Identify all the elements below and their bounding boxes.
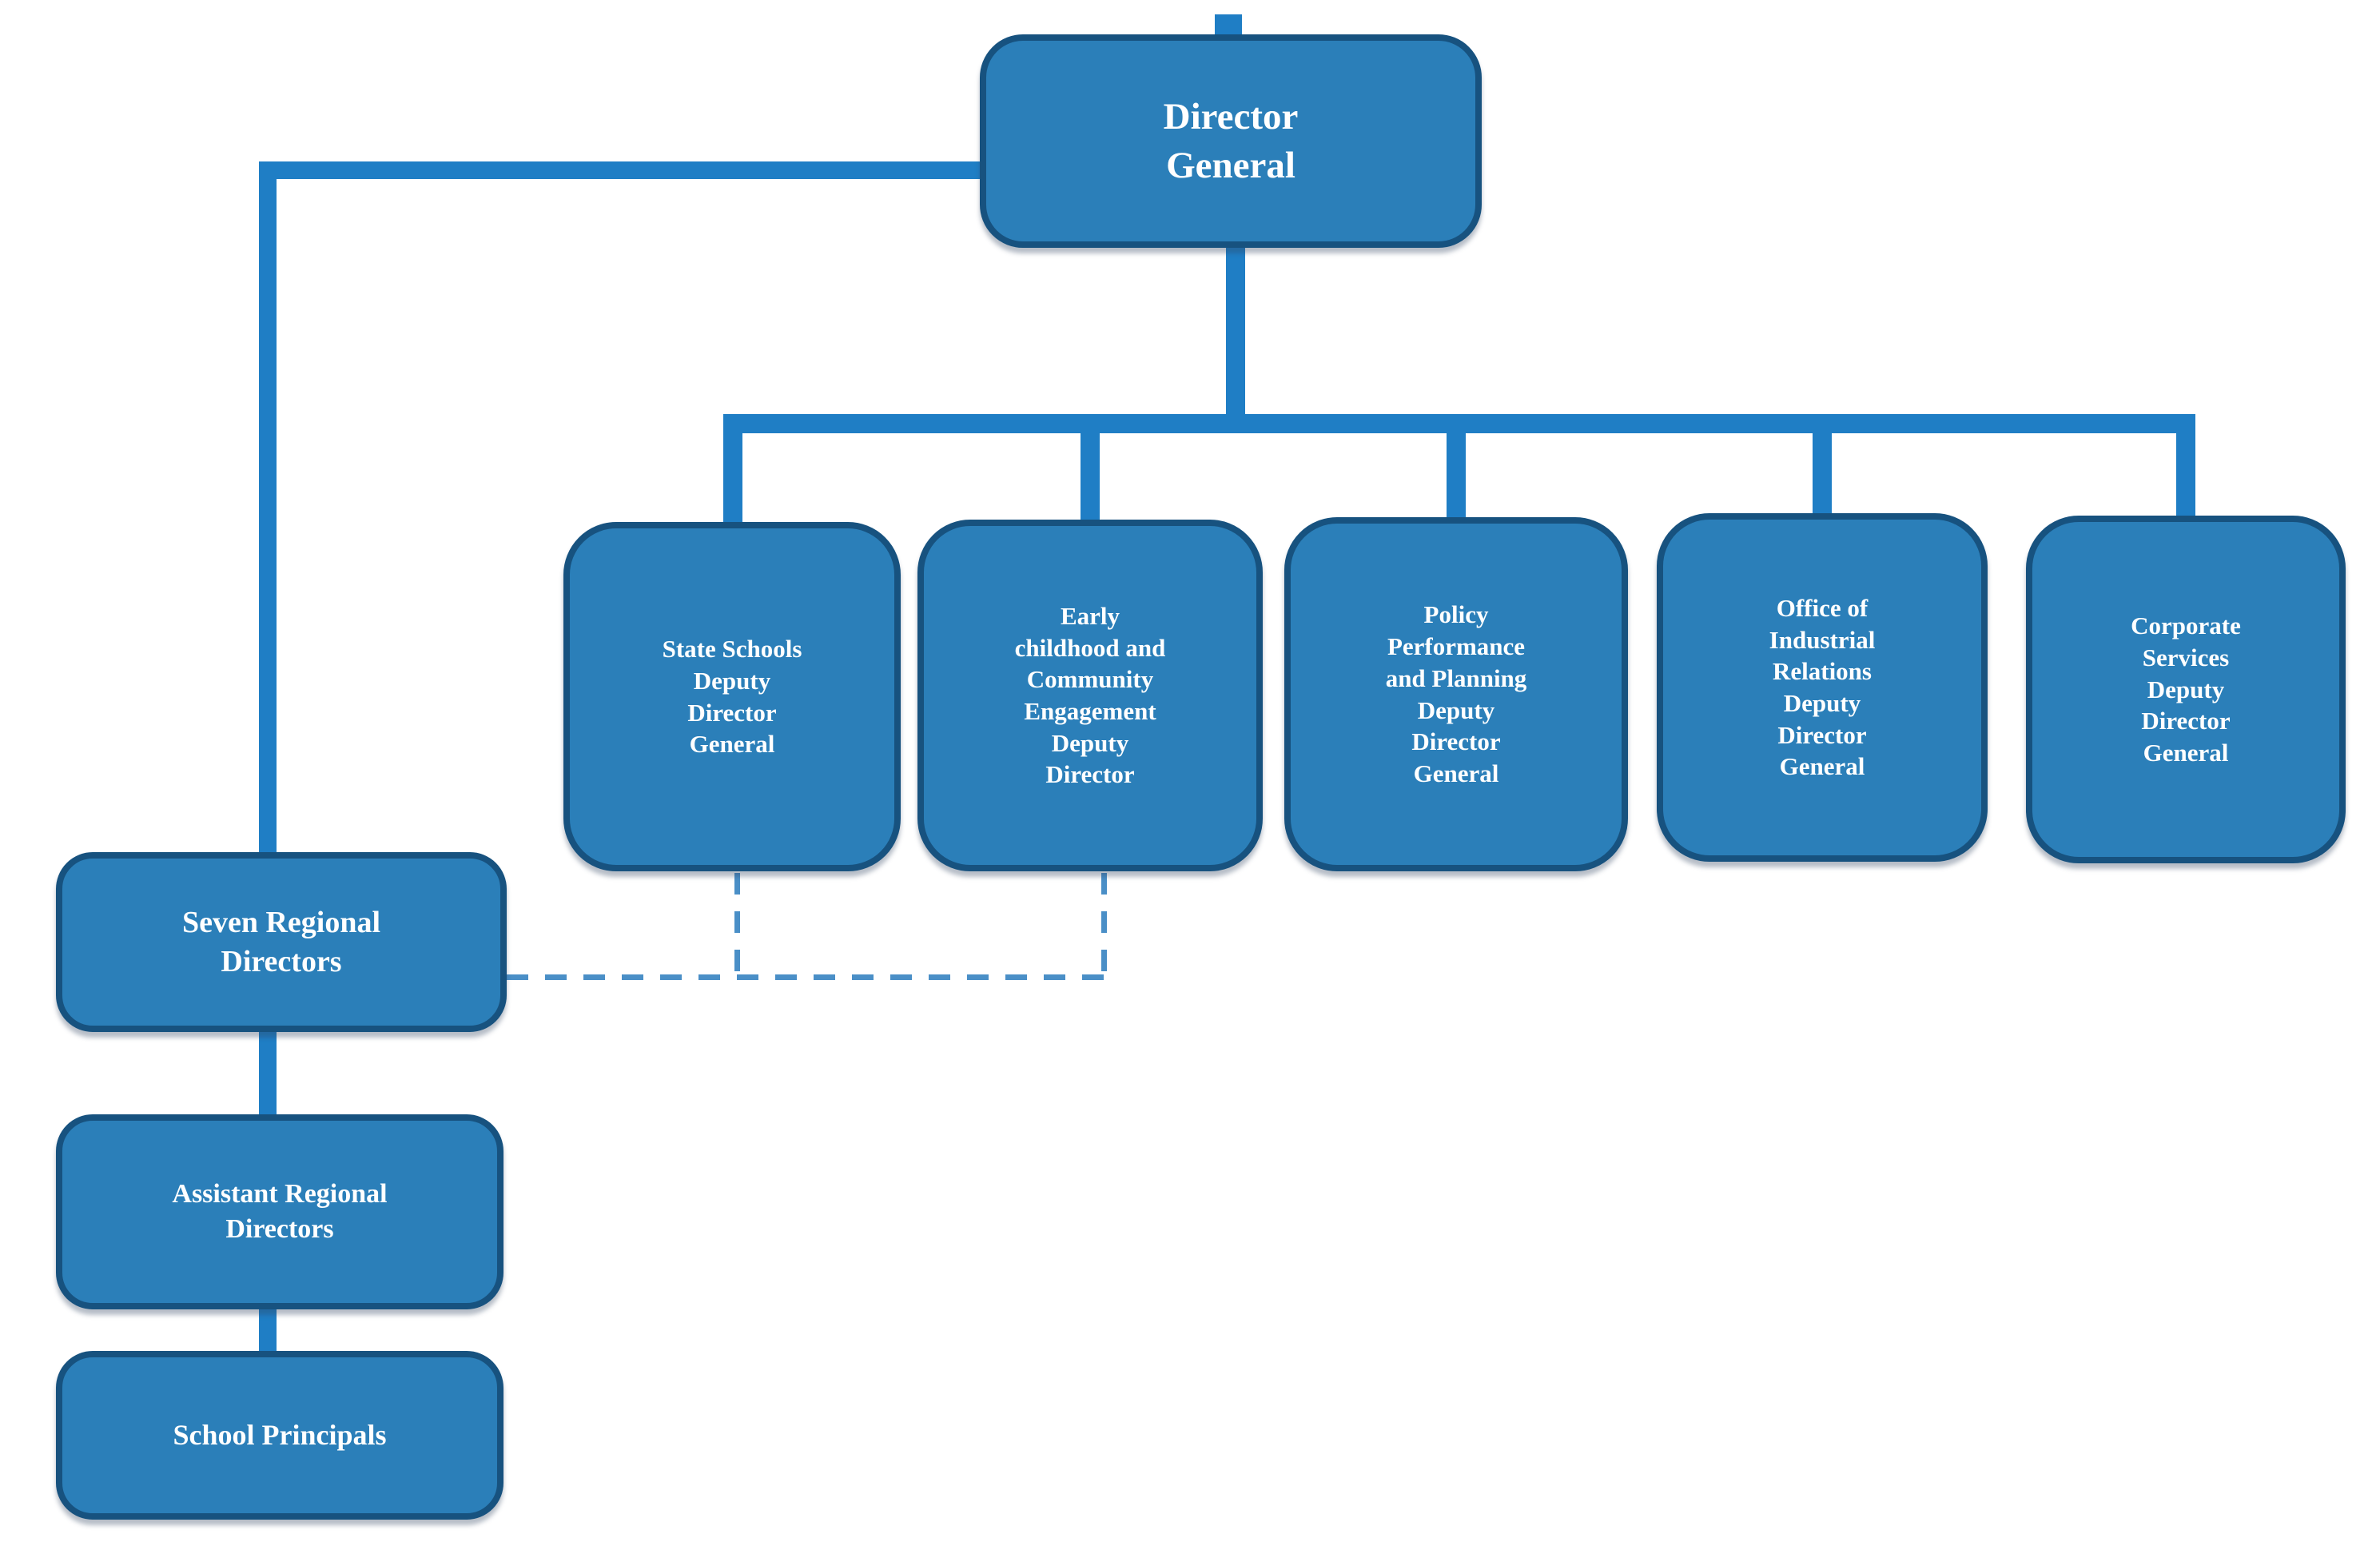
connector-seven-to-assistant [259,1030,277,1117]
connector-drop-early-childhood [1081,414,1100,523]
dashed-connector-early-childhood [1101,873,1107,980]
connector-dg-down-stub [1226,245,1245,420]
connector-assistant-to-school [259,1308,277,1354]
node-early-childhood-label: Early childhood and Community Engagement… [1014,601,1166,789]
dashed-connector-state-schools [734,873,740,980]
node-early-childhood-community-engagement-deputy-director: Early childhood and Community Engagement… [917,520,1263,871]
node-seven-regional-directors: Seven Regional Directors [56,852,507,1032]
node-director-general: Director General [980,34,1482,248]
node-state-schools-label: State Schools Deputy Director General [662,635,802,759]
node-assistant-regional-directors: Assistant Regional Directors [56,1114,503,1309]
node-director-general-label: Director General [1163,96,1299,186]
node-corporate-services-deputy-director-general: Corporate Services Deputy Director Gener… [2026,516,2346,863]
node-policy-performance-label: Policy Performance and Planning Deputy D… [1385,600,1527,787]
node-assistant-regional-label: Assistant Regional Directors [172,1179,388,1244]
node-policy-performance-planning-deputy-director-general: Policy Performance and Planning Deputy D… [1284,517,1628,871]
node-office-industrial-relations-deputy-director-general: Office of Industrial Relations Deputy Di… [1657,513,1988,862]
connector-drop-industrial-relations [1813,414,1832,516]
connector-drop-policy-performance [1447,414,1466,520]
node-industrial-relations-label: Office of Industrial Relations Deputy Di… [1769,593,1876,781]
connector-drop-state-schools [723,414,742,526]
node-school-principals: School Principals [56,1351,503,1520]
dashed-connector-horizontal [507,974,1112,980]
node-state-schools-deputy-director-general: State Schools Deputy Director General [563,522,901,871]
node-corporate-services-label: Corporate Services Deputy Director Gener… [2131,612,2241,767]
connector-drop-corporate-services [2176,414,2195,519]
node-school-principals-label: School Principals [173,1419,387,1452]
connector-dg-to-regional-vertical [259,161,277,855]
connector-dg-to-regional-horizontal [259,161,980,179]
node-seven-regional-label: Seven Regional Directors [181,905,381,978]
